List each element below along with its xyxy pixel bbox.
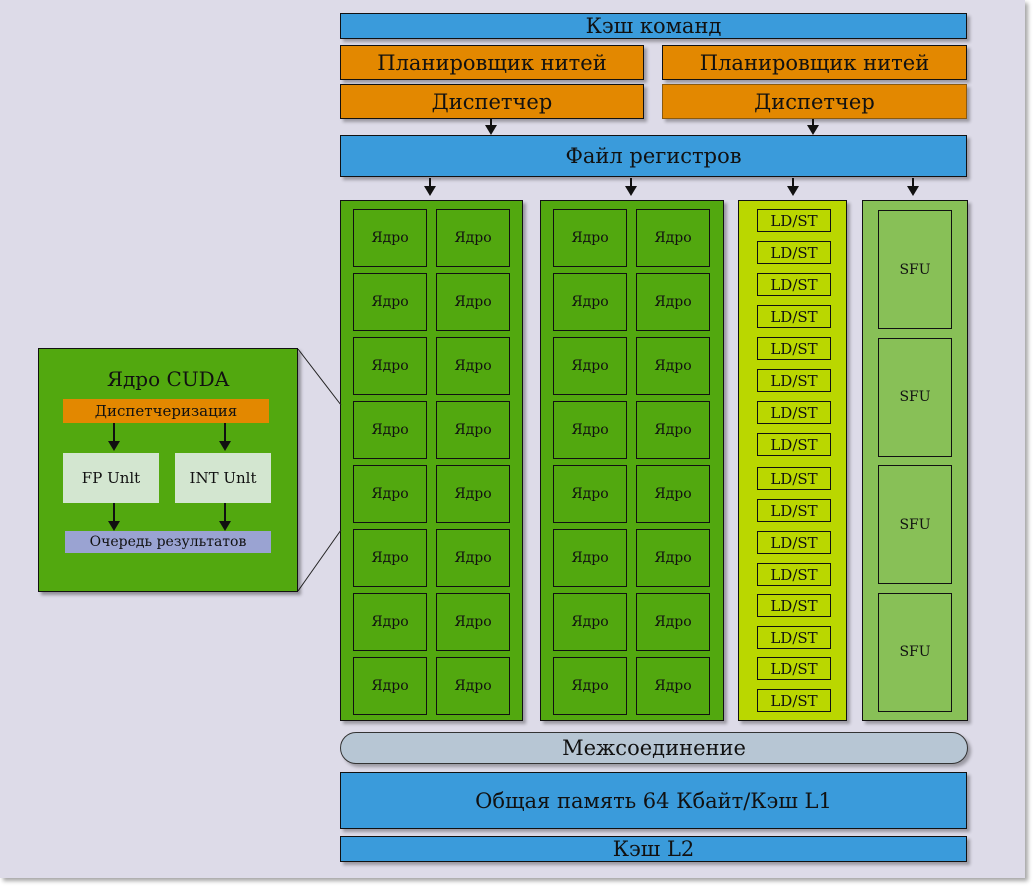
warp-scheduler-right: Планировщик нитей (662, 45, 967, 80)
core-cell: Ядро (636, 337, 710, 395)
ldst-unit: LD/ST (757, 209, 831, 232)
dispatcher-right: Диспетчер (662, 84, 967, 119)
sfu-unit: SFU (878, 592, 952, 712)
ldst-unit: LD/ST (757, 689, 831, 712)
core-cell: Ядро (353, 657, 427, 715)
cuda-dispatch: Диспетчеризация (63, 399, 269, 423)
core-cell: Ядро (436, 465, 510, 523)
core-cell: Ядро (553, 401, 627, 459)
ldst-unit: LD/ST (757, 273, 831, 296)
sfu-unit: SFU (878, 337, 952, 457)
core-cell: Ядро (436, 273, 510, 331)
core-cell: Ядро (636, 465, 710, 523)
core-cell: Ядро (636, 401, 710, 459)
dispatcher-left: Диспетчер (340, 84, 644, 119)
ldst-unit: LD/ST (757, 433, 831, 456)
core-cell: Ядро (353, 529, 427, 587)
cuda-core-title: Ядро CUDA (106, 367, 230, 391)
l2-cache: Кэш L2 (340, 836, 967, 862)
core-cell: Ядро (353, 209, 427, 267)
ldst-unit: LD/ST (757, 337, 831, 360)
core-cell: Ядро (553, 465, 627, 523)
cuda-core-detail: Ядро CUDA Диспетчеризация FP Unlt INT Un… (38, 348, 298, 592)
core-cell: Ядро (636, 209, 710, 267)
register-file: Файл регистров (340, 135, 967, 177)
core-cell: Ядро (436, 209, 510, 267)
ldst-unit: LD/ST (757, 531, 831, 554)
core-cell: Ядро (436, 401, 510, 459)
ldst-unit: LD/ST (757, 305, 831, 328)
sfu-unit: SFU (878, 210, 952, 329)
core-cell: Ядро (553, 209, 627, 267)
interconnect: Межсоединение (340, 732, 968, 764)
ldst-unit: LD/ST (757, 467, 831, 490)
core-cell: Ядро (353, 337, 427, 395)
result-queue: Очередь результатов (65, 531, 271, 553)
core-cell: Ядро (436, 337, 510, 395)
ldst-unit: LD/ST (757, 594, 831, 617)
core-cell: Ядро (353, 465, 427, 523)
shared-memory-l1-cache: Общая память 64 Кбайт/Кэш L1 (340, 772, 967, 829)
core-cell: Ядро (436, 593, 510, 651)
sfu-unit: SFU (878, 465, 952, 584)
ldst-unit: LD/ST (757, 563, 831, 586)
ldst-unit: LD/ST (757, 401, 831, 424)
ldst-unit: LD/ST (757, 241, 831, 264)
ldst-unit: LD/ST (757, 369, 831, 392)
core-cell: Ядро (353, 401, 427, 459)
core-cell: Ядро (553, 657, 627, 715)
fp-unit: FP Unlt (63, 453, 159, 503)
core-cell: Ядро (636, 657, 710, 715)
int-unit: INT Unlt (175, 453, 271, 503)
core-cell: Ядро (553, 273, 627, 331)
core-cell: Ядро (553, 529, 627, 587)
core-cell: Ядро (436, 529, 510, 587)
core-cell: Ядро (436, 657, 510, 715)
core-cell: Ядро (353, 273, 427, 331)
ldst-unit: LD/ST (757, 499, 831, 522)
sfu-column: SFU SFU SFU SFU (862, 200, 968, 721)
core-cell: Ядро (553, 337, 627, 395)
instruction-cache: Кэш команд (340, 13, 967, 39)
core-cell: Ядро (636, 273, 710, 331)
ldst-column: LD/ST LD/ST LD/ST LD/ST LD/ST LD/ST LD/ST LD/ST… (738, 200, 847, 721)
core-cell: Ядро (636, 593, 710, 651)
ldst-unit: LD/ST (757, 626, 831, 649)
warp-scheduler-left: Планировщик нитей (340, 45, 644, 80)
ldst-unit: LD/ST (757, 657, 831, 680)
core-cell: Ядро (353, 593, 427, 651)
core-cell: Ядро (553, 593, 627, 651)
core-cell: Ядро (636, 529, 710, 587)
